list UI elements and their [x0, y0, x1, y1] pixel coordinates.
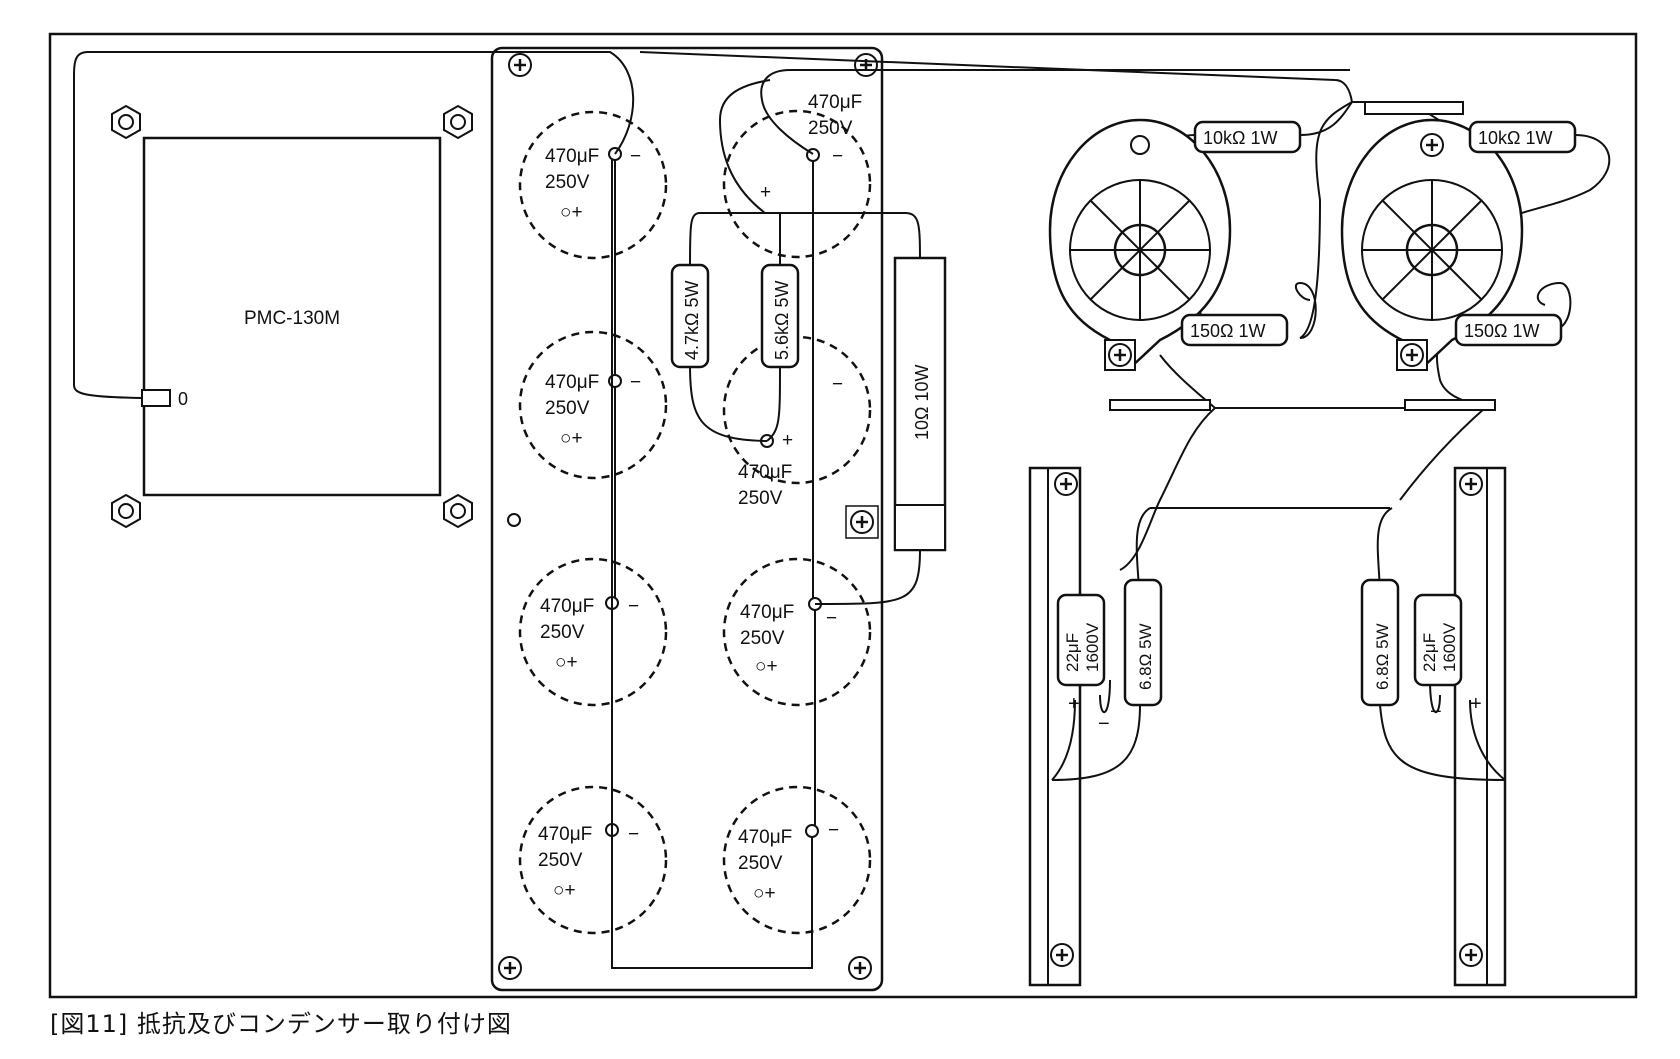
svg-text:○+: ○+ [755, 656, 778, 677]
svg-text:470μF: 470μF [540, 596, 594, 617]
electrolytic-capacitor: 470μF 250V ○+ − [722, 785, 872, 935]
svg-text:+: + [782, 430, 793, 451]
svg-text:+: + [760, 182, 771, 203]
svg-text:470μF: 470μF [738, 462, 792, 483]
wiring-diagram: PMC-130M 0 470μF 250V ○+ − 470μF 250V ○+… [48, 32, 1638, 999]
film-capacitor-left: 22μF 1600V + − [1056, 593, 1110, 735]
screw-icon [853, 52, 879, 78]
screw-icon [507, 52, 533, 78]
svg-text:22μF: 22μF [1420, 633, 1439, 672]
svg-text:6.8Ω 5W: 6.8Ω 5W [1136, 623, 1155, 690]
screw-icon [497, 955, 523, 981]
svg-text:−: − [628, 596, 639, 617]
svg-text:−: − [1098, 713, 1110, 735]
svg-text:6.8Ω 5W: 6.8Ω 5W [1373, 623, 1392, 690]
resistor-6r8-left: 6.8Ω 5W [1123, 578, 1163, 707]
svg-text:470μF: 470μF [545, 146, 599, 167]
hex-nut-icon [443, 105, 473, 139]
svg-text:−: − [1430, 701, 1442, 723]
svg-text:○+: ○+ [560, 202, 583, 223]
electrolytic-capacitor: 470μF 250V ○+ − [518, 110, 668, 260]
transformer-terminal [141, 389, 171, 407]
hex-nut-icon [111, 105, 141, 139]
svg-text:470μF: 470μF [740, 602, 794, 623]
resistor-10k-left: 10kΩ 1W [1193, 120, 1302, 154]
lug-strip-right [1453, 466, 1507, 987]
svg-text:○+: ○+ [555, 652, 578, 673]
resistor-10k-right: 10kΩ 1W [1468, 120, 1577, 154]
chassis-outline [48, 32, 1638, 999]
svg-text:250V: 250V [545, 172, 590, 193]
svg-text:○+: ○+ [753, 883, 776, 904]
svg-text:+: + [1470, 693, 1482, 715]
resistor-4k7: 4.7kΩ 5W [670, 263, 710, 369]
svg-text:10kΩ 1W: 10kΩ 1W [1203, 128, 1277, 148]
svg-text:5.6kΩ 5W: 5.6kΩ 5W [772, 281, 792, 360]
hex-nut-icon [443, 494, 473, 528]
lug-strip-left [1028, 466, 1082, 987]
mounting-hole [507, 513, 521, 527]
svg-text:250V: 250V [545, 398, 590, 419]
svg-text:250V: 250V [740, 628, 785, 649]
resistor-150-left: 150Ω 1W [1180, 313, 1289, 347]
screw-icon [849, 509, 875, 535]
svg-text:−: − [832, 146, 843, 167]
screw-icon [847, 955, 873, 981]
transformer-model: PMC-130M [244, 308, 340, 329]
svg-text:250V: 250V [738, 488, 783, 509]
transformer-body [142, 136, 442, 497]
svg-text:−: − [826, 608, 837, 629]
electrolytic-capacitor: 470μF 250V ○+ − [518, 330, 668, 480]
tube-socket [1340, 118, 1524, 371]
electrolytic-capacitor: 470μF 250V + − [722, 92, 872, 259]
svg-text:470μF: 470μF [808, 92, 862, 113]
electrolytic-capacitor: 470μF 250V ○+ − [518, 785, 668, 935]
svg-text:250V: 250V [540, 622, 585, 643]
figure-caption: [図11] 抵抗及びコンデンサー取り付け図 [50, 1010, 512, 1038]
svg-text:○+: ○+ [553, 880, 576, 901]
svg-text:250V: 250V [538, 850, 583, 871]
svg-text:10Ω 10W: 10Ω 10W [912, 365, 932, 441]
svg-text:470μF: 470μF [538, 824, 592, 845]
resistor-150-right: 150Ω 1W [1454, 313, 1563, 347]
svg-text:−: − [832, 374, 843, 395]
electrolytic-capacitor: 470μF 250V ○+ − [722, 557, 872, 707]
svg-text:250V: 250V [738, 853, 783, 874]
svg-text:470μF: 470μF [545, 372, 599, 393]
svg-text:−: − [630, 372, 641, 393]
capacitor-board [490, 46, 884, 992]
svg-text:10kΩ 1W: 10kΩ 1W [1478, 128, 1552, 148]
svg-text:1600V: 1600V [1083, 622, 1102, 672]
tube-socket [1048, 118, 1232, 371]
svg-text:22μF: 22μF [1063, 633, 1082, 672]
resistor-6r8-right: 6.8Ω 5W [1360, 578, 1400, 707]
svg-text:−: − [628, 824, 639, 845]
svg-text:150Ω 1W: 150Ω 1W [1190, 321, 1266, 341]
svg-text:1600V: 1600V [1440, 622, 1459, 672]
svg-text:○+: ○+ [560, 428, 583, 449]
svg-text:−: − [828, 820, 839, 841]
electrolytic-capacitor: 470μF 250V ○+ − [518, 557, 668, 707]
svg-text:+: + [1068, 693, 1080, 715]
svg-text:250V: 250V [808, 118, 853, 139]
film-capacitor-right: 22μF 1600V + − [1413, 593, 1482, 723]
svg-text:−: − [630, 146, 641, 167]
svg-text:470μF: 470μF [738, 827, 792, 848]
hex-nut-icon [111, 494, 141, 528]
resistor-5k6: 5.6kΩ 5W [760, 263, 800, 369]
svg-text:150Ω 1W: 150Ω 1W [1464, 321, 1540, 341]
svg-text:4.7kΩ 5W: 4.7kΩ 5W [682, 281, 702, 360]
resistor-10ohm-10w: 10Ω 10W [893, 256, 947, 552]
transformer-terminal-label: 0 [178, 389, 188, 409]
